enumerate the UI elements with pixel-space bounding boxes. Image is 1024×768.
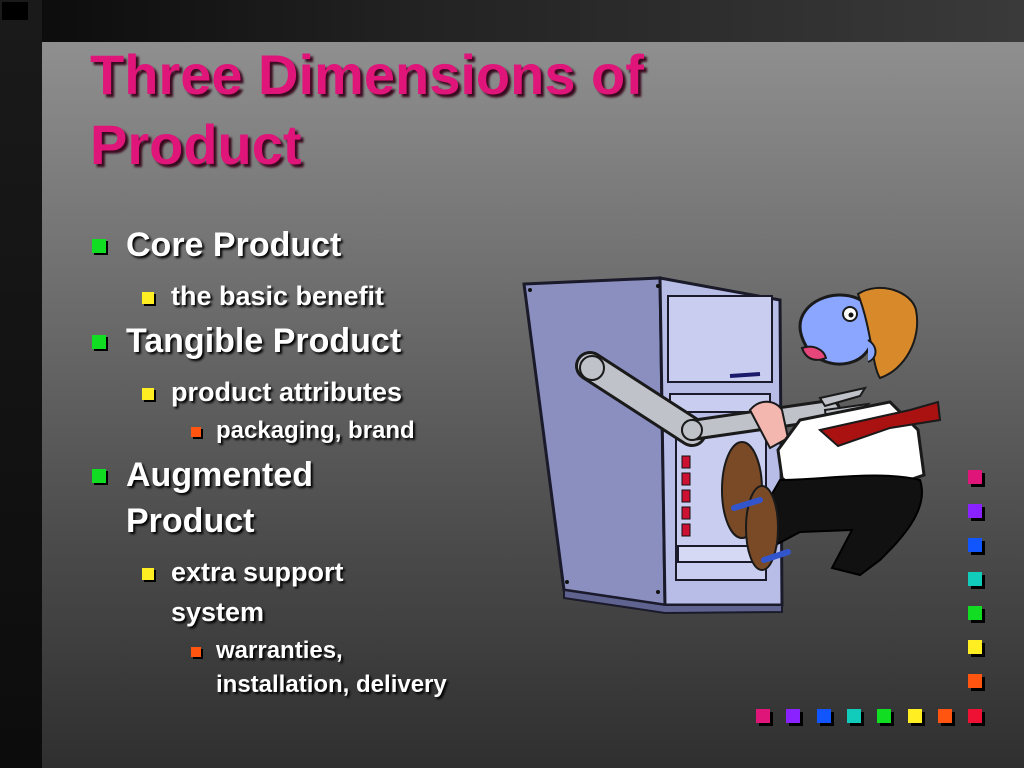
bullet-marker-icon bbox=[142, 292, 154, 304]
decorative-square bbox=[968, 709, 983, 723]
bullet-item-level3: warranties, installation, delivery bbox=[90, 634, 510, 702]
decorative-square bbox=[816, 709, 831, 723]
bullet-marker-icon bbox=[142, 568, 154, 580]
bullet-text: Augmented bbox=[126, 456, 313, 494]
title-line-2: Product bbox=[90, 113, 302, 176]
bullet-marker-icon bbox=[92, 335, 106, 349]
bullet-marker-icon bbox=[92, 469, 106, 483]
bullet-text: warranties, bbox=[216, 637, 343, 664]
decorative-square bbox=[937, 709, 952, 723]
computer-grabbing-man-icon bbox=[522, 276, 942, 615]
corner-block bbox=[2, 2, 28, 20]
bullet-item-level2: extra support system bbox=[90, 552, 510, 632]
bullet-item-level2: the basic benefit bbox=[90, 276, 510, 316]
bullet-text: Product bbox=[126, 502, 255, 540]
decorative-square bbox=[968, 606, 982, 620]
bullet-text: Tangible Product bbox=[126, 322, 402, 360]
bullet-text: system bbox=[171, 597, 265, 627]
decorative-square bbox=[968, 674, 982, 688]
bullet-item-level1: Tangible Product bbox=[90, 318, 510, 364]
bullet-text: installation, delivery bbox=[216, 671, 447, 698]
slide-title: Three Dimensions of Product bbox=[90, 40, 790, 180]
bullet-item-level3: packaging, brand bbox=[90, 414, 510, 448]
left-border-strip bbox=[0, 0, 42, 768]
decorative-square bbox=[968, 538, 982, 552]
decorative-square bbox=[786, 709, 801, 723]
bullet-text: Core Product bbox=[126, 226, 342, 264]
bullet-text: extra support bbox=[171, 557, 344, 587]
decorative-square bbox=[877, 709, 892, 723]
decorative-square bbox=[968, 470, 982, 484]
top-border-strip bbox=[0, 0, 1024, 42]
bullet-text: the basic benefit bbox=[171, 281, 385, 311]
decorative-square bbox=[907, 709, 922, 723]
bullet-marker-icon bbox=[191, 647, 201, 657]
decorative-square bbox=[968, 504, 982, 518]
title-line-1: Three Dimensions of bbox=[90, 43, 644, 106]
bullet-marker-icon bbox=[92, 239, 106, 253]
bullet-text: packaging, brand bbox=[216, 417, 415, 444]
bullet-text: product attributes bbox=[171, 377, 403, 407]
bullet-marker-icon bbox=[191, 427, 201, 437]
decorative-square bbox=[756, 709, 770, 723]
bullet-item-level2: product attributes bbox=[90, 372, 510, 412]
bullet-marker-icon bbox=[142, 388, 154, 400]
decorative-square bbox=[846, 709, 861, 723]
decorative-square bbox=[968, 640, 982, 654]
bullet-item-level1: Core Product bbox=[90, 222, 510, 268]
decorative-square bbox=[968, 572, 982, 586]
